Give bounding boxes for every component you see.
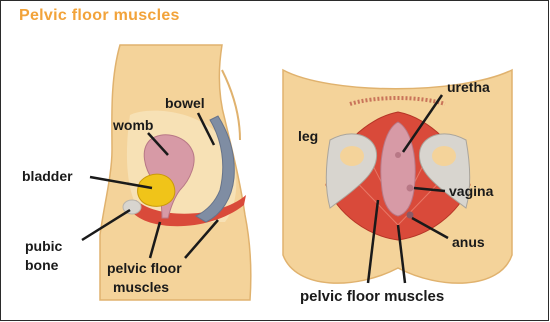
label-pelvic-floor-side-1: pelvic floor [107, 260, 182, 276]
label-bowel: bowel [165, 95, 205, 111]
label-pelvic-floor-bottom: pelvic floor muscles [300, 288, 444, 305]
label-bladder: bladder [22, 168, 73, 184]
label-womb: womb [112, 117, 153, 133]
label-pubic-bone-1: pubic [25, 238, 63, 254]
label-pubic-bone-2: bone [25, 257, 59, 273]
label-pelvic-floor-side-2: muscles [113, 279, 169, 295]
bottom-view: leg uretha vagina anus pelvic floor musc… [283, 70, 512, 305]
label-leg: leg [298, 128, 318, 144]
bladder-shape [138, 174, 175, 206]
left-leg-opening [340, 146, 364, 166]
label-uretha: uretha [447, 79, 490, 95]
vagina-dot [407, 185, 414, 192]
label-anus: anus [452, 234, 485, 250]
side-view: bowel womb bladder pubic bone pelvic flo… [22, 45, 251, 300]
uretha-dot [395, 152, 401, 158]
right-leg-opening [432, 146, 456, 166]
label-vagina: vagina [449, 183, 494, 199]
